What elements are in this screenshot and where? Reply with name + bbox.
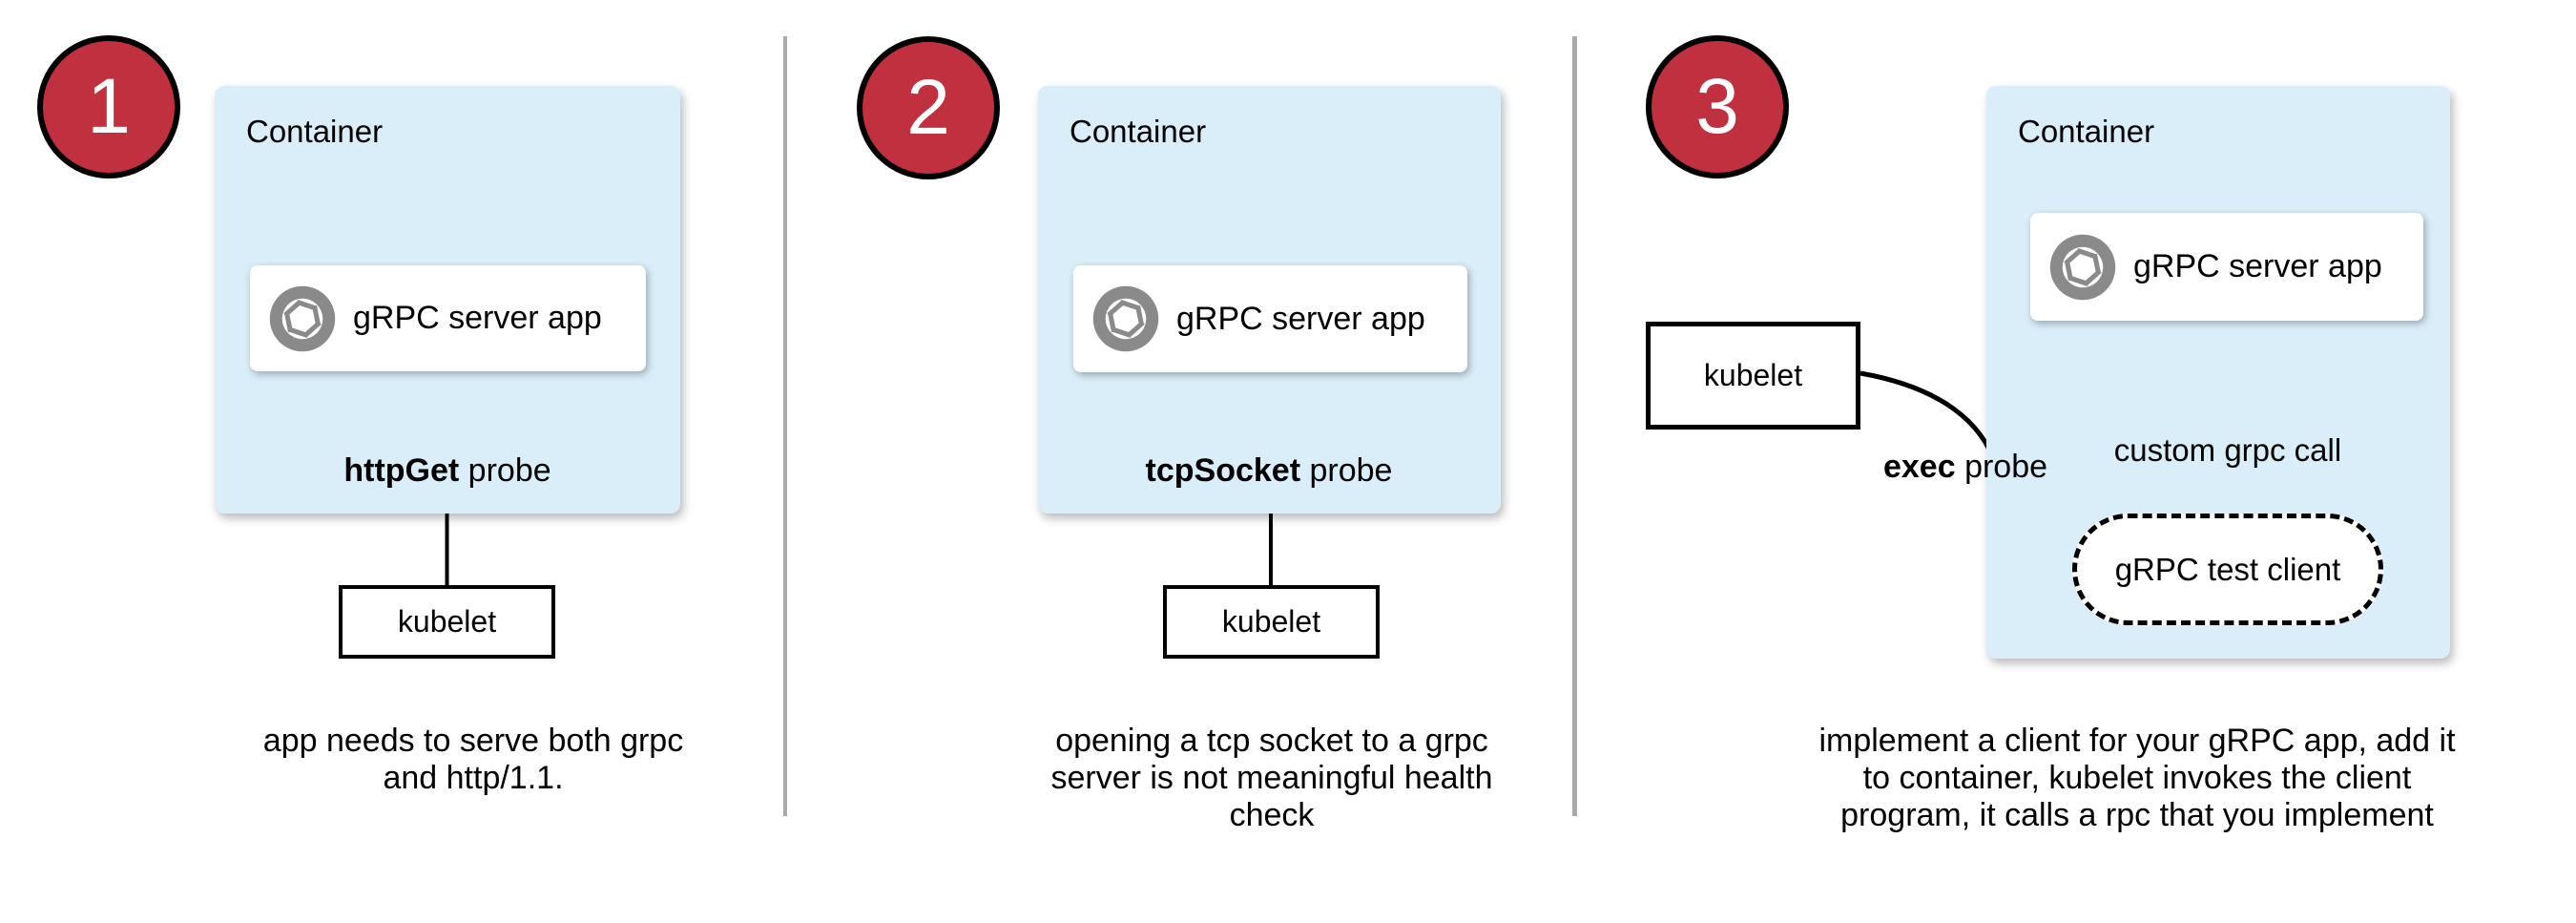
kubelet-label: kubelet	[1221, 604, 1321, 639]
kubelet-box-2: kubelet	[1163, 585, 1380, 659]
container-label: Container	[246, 114, 384, 149]
caption-3: implement a client for your gRPC app, ad…	[1803, 723, 2471, 834]
kubelet-box-3: kubelet	[1646, 322, 1860, 430]
step-number: 2	[906, 64, 950, 151]
panel-divider-1	[783, 36, 787, 816]
probe-suffix: probe	[459, 452, 551, 489]
probe-label-2: tcpSocket probe	[1139, 450, 1399, 492]
kubelet-label: kubelet	[397, 604, 497, 639]
kubelet-label: kubelet	[1703, 358, 1803, 392]
caption-line: server is not meaningful health	[1050, 760, 1493, 796]
aperture-icon	[2049, 234, 2116, 300]
kubelet-box-1: kubelet	[339, 585, 555, 659]
step-badge-2: 2	[857, 36, 1000, 179]
probe-keyword: tcpSocket	[1145, 452, 1301, 489]
caption-line: program, it calls a rpc that you impleme…	[1840, 797, 2434, 833]
grpc-server-app-label: gRPC server app	[353, 300, 602, 336]
probe-keyword: exec	[1882, 449, 1956, 485]
aperture-icon	[1092, 285, 1159, 352]
caption-line: implement a client for your gRPC app, ad…	[1818, 723, 2456, 759]
probe-keyword: httpGet	[343, 452, 460, 489]
grpc-server-app-box-3: gRPC server app	[2030, 213, 2423, 321]
caption-line: to container, kubelet invokes the client	[1862, 760, 2412, 796]
custom-grpc-call-label: custom grpc call	[2113, 432, 2342, 468]
grpc-test-client-box: gRPC test client	[2072, 514, 2383, 625]
step-number: 1	[87, 63, 131, 150]
caption-line: app needs to serve both grpc	[262, 723, 684, 759]
step-badge-1: 1	[37, 35, 180, 178]
grpc-server-app-box-1: gRPC server app	[250, 265, 646, 371]
panel-divider-2	[1572, 36, 1577, 816]
grpc-server-app-label: gRPC server app	[2133, 248, 2382, 284]
probe-label-1: httpGet probe	[338, 450, 557, 492]
step-number: 3	[1695, 63, 1739, 150]
probe-label-3: exec probe	[1883, 451, 2047, 483]
probe-suffix: probe	[1955, 449, 2048, 485]
step-badge-3: 3	[1646, 35, 1789, 178]
grpc-server-app-label: gRPC server app	[1176, 300, 1425, 337]
caption-2: opening a tcp socket to a grpc server is…	[957, 723, 1587, 834]
grpc-test-client-label: gRPC test client	[2114, 551, 2341, 587]
container-label: Container	[2018, 114, 2155, 149]
caption-line: opening a tcp socket to a grpc	[1055, 723, 1488, 759]
caption-line: check	[1229, 797, 1315, 833]
probe-suffix: probe	[1300, 452, 1393, 489]
grpc-server-app-box-2: gRPC server app	[1073, 265, 1467, 372]
container-label: Container	[1070, 114, 1207, 149]
caption-1: app needs to serve both grpc and http/1.…	[158, 723, 788, 797]
caption-line: and http/1.1.	[383, 760, 564, 796]
aperture-icon	[269, 285, 336, 351]
